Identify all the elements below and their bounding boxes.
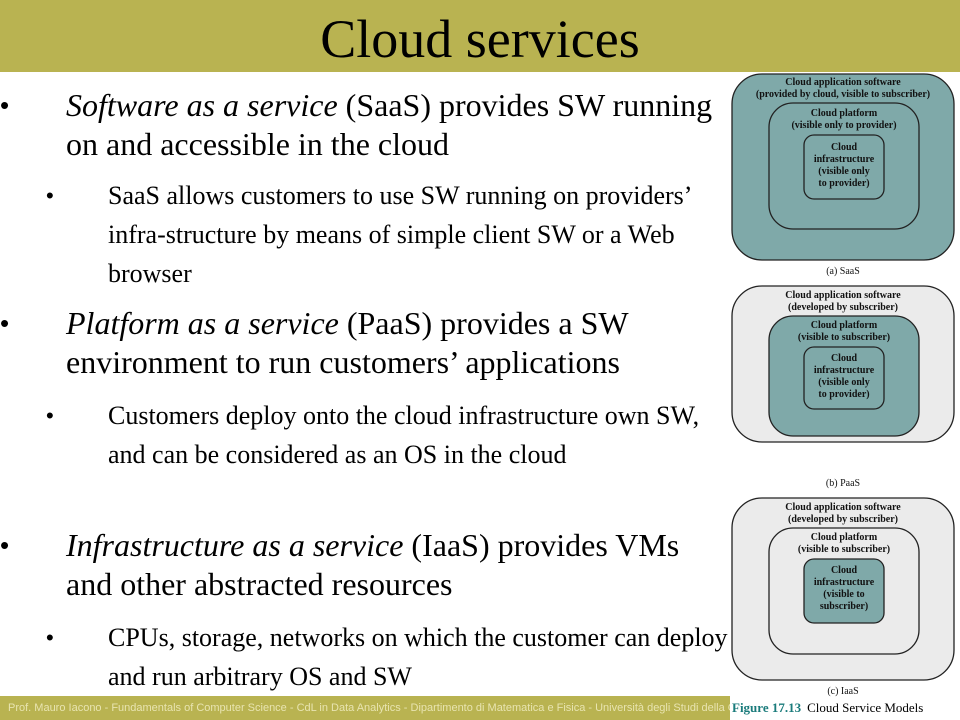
panel-saas-inner-line3: (visible only: [818, 166, 869, 177]
panel-saas-middle-line2: (visible only to provider): [791, 120, 896, 131]
bullet-icon: •: [0, 90, 10, 120]
bullet-icon: •: [46, 183, 54, 208]
panel-paas-inner-line2: infrastructure: [814, 365, 875, 376]
panel-paas-inner-line4: to provider): [818, 389, 869, 400]
bullet-iaas-text: (IaaS) provides VMs and other abstracted…: [66, 527, 680, 602]
panel-paas-outer-line2: (developed by subscriber): [788, 302, 898, 313]
bullet-icon: •: [46, 403, 54, 428]
panel-iaas-inner-line2: infrastructure: [814, 577, 875, 588]
figure-number: Figure 17.13: [732, 700, 802, 715]
panel-iaas-inner-line1: Cloud: [831, 565, 858, 576]
bullet-iaas: • Infrastructure as a service (IaaS) pro…: [0, 526, 718, 604]
panel-iaas-inner: [803, 558, 885, 624]
bullet-icon: •: [0, 530, 10, 560]
panel-paas-middle-line2: (visible to subscriber): [798, 332, 890, 343]
figure-name: Cloud Service Models: [807, 700, 924, 715]
panel-saas-inner-line2: infrastructure: [814, 154, 875, 165]
panel-paas-middle-line1: Cloud platform: [811, 320, 878, 331]
subbullet-iaas: • CPUs, storage, networks on which the c…: [46, 618, 728, 696]
subbullet-saas: • SaaS allows customers to use SW runnin…: [46, 176, 728, 293]
bullet-iaas-term: Infrastructure as a service: [66, 527, 404, 563]
panel-iaas-outer-line2: (developed by subscriber): [788, 514, 898, 525]
panel-saas-inner-line4: to provider): [818, 178, 869, 189]
bullet-paas-term: Platform as a service: [66, 305, 339, 341]
slide-title: Cloud services: [320, 9, 640, 69]
panel-iaas-inner-line4: subscriber): [820, 601, 868, 612]
subbullet-iaas-text: CPUs, storage, networks on which the cus…: [108, 623, 728, 691]
subbullet-paas-text: Customers deploy onto the cloud infrastr…: [108, 401, 700, 469]
subbullet-paas: • Customers deploy onto the cloud infras…: [46, 396, 728, 474]
panel-iaas: Cloud application software (developed by…: [731, 497, 955, 697]
panel-paas-inner: [803, 346, 885, 410]
panel-iaas-outer-line1: Cloud application software: [785, 502, 901, 513]
figure-caption: Figure 17.13 Cloud Service Models: [732, 698, 923, 718]
panel-iaas-middle-line1: Cloud platform: [811, 532, 878, 543]
bullet-paas: • Platform as a service (PaaS) provides …: [0, 304, 718, 382]
panel-paas-caption: (b) PaaS: [826, 478, 860, 489]
slide-footer: Prof. Mauro Iacono - Fundamentals of Com…: [8, 702, 730, 714]
bullet-icon: •: [0, 308, 10, 338]
panel-paas-inner-line3: (visible only: [818, 377, 869, 388]
subbullet-saas-text: SaaS allows customers to use SW running …: [108, 181, 691, 288]
panel-paas-inner-line1: Cloud: [831, 353, 858, 364]
panel-iaas-caption: (c) IaaS: [827, 686, 858, 697]
panel-saas-caption: (a) SaaS: [826, 266, 860, 277]
slide-content: • Software as a service (SaaS) provides …: [0, 72, 730, 696]
panel-saas-outer-line1: Cloud application software: [785, 77, 901, 88]
panel-saas: Cloud application software (provided by …: [731, 73, 955, 277]
panel-paas-outer-line1: Cloud application software: [785, 290, 901, 301]
bullet-saas-term: Software as a service: [66, 87, 338, 123]
panel-iaas-middle-line2: (visible to subscriber): [798, 544, 890, 555]
panel-saas-outer-line2: (provided by cloud, visible to subscribe…: [756, 89, 930, 100]
bullet-icon: •: [46, 625, 54, 650]
panel-saas-middle-line1: Cloud platform: [811, 108, 878, 119]
panel-saas-inner-line1: Cloud: [831, 142, 858, 153]
figure-svg: Cloud application software (provided by …: [731, 73, 955, 697]
cloud-service-models-figure: Cloud application software (provided by …: [730, 72, 960, 720]
panel-iaas-inner-line3: (visible to: [823, 589, 864, 600]
bullet-paas-text: (PaaS) provides a SW environment to run …: [66, 305, 628, 380]
panel-paas: Cloud application software (developed by…: [731, 285, 955, 489]
bullet-saas-text: (SaaS) provides SW running on and access…: [66, 87, 713, 162]
panel-saas-inner: [803, 134, 885, 200]
bullet-saas: • Software as a service (SaaS) provides …: [0, 86, 718, 164]
